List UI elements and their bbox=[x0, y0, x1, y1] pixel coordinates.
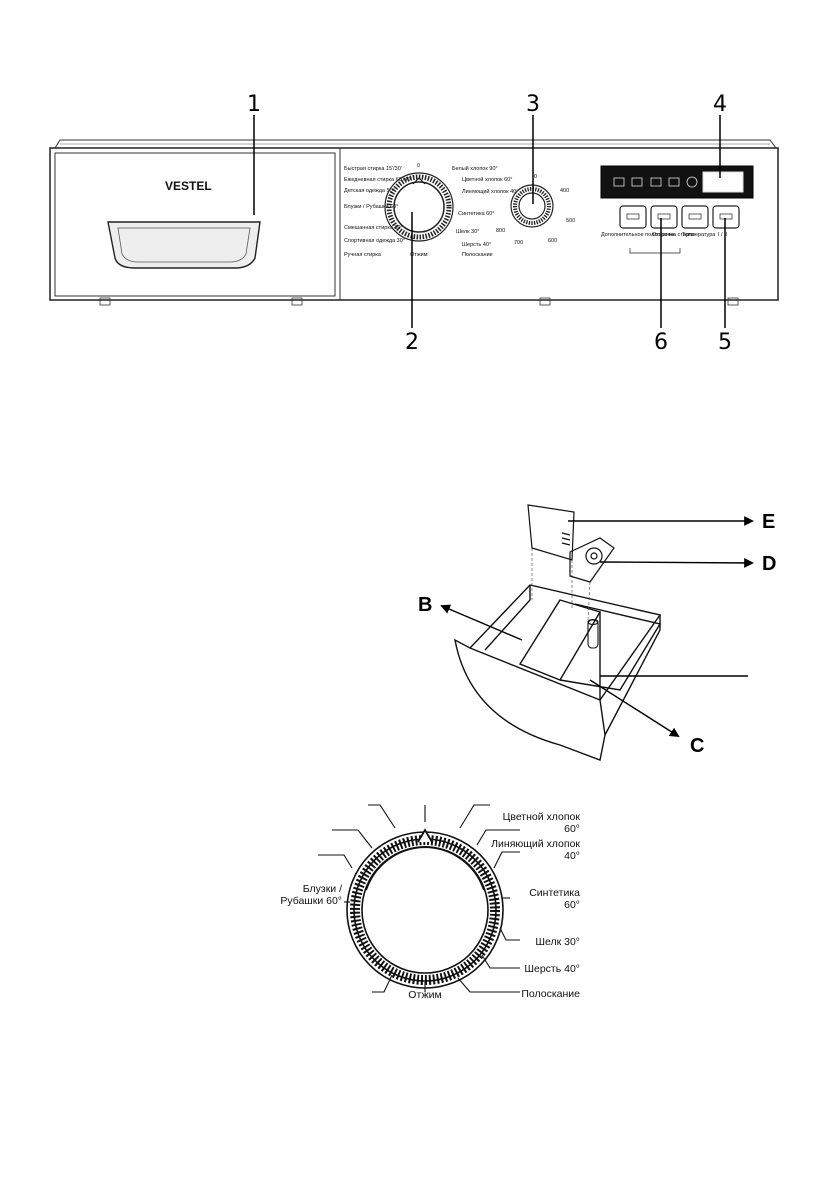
status-icons bbox=[613, 176, 698, 188]
svg-text:Смешанная стирка 30°: Смешанная стирка 30° bbox=[344, 225, 403, 231]
svg-text:Полоскание: Полоскание bbox=[462, 252, 493, 258]
svg-text:Быстрая стирка 15'/30': Быстрая стирка 15'/30' bbox=[344, 166, 402, 172]
svg-text:5: 5 bbox=[718, 330, 732, 355]
callout-leaders bbox=[253, 115, 726, 328]
drawer-body bbox=[454, 584, 662, 761]
svg-text:400: 400 bbox=[560, 188, 569, 194]
svg-text:600: 600 bbox=[548, 238, 557, 244]
drawer-handle bbox=[107, 221, 261, 269]
on-off-button bbox=[712, 205, 740, 229]
svg-text:D: D bbox=[762, 553, 776, 575]
liquid-insert-e bbox=[527, 504, 575, 561]
siphon-cap bbox=[587, 618, 599, 649]
program-labels-left: Быстрая стирка 15'/30' Ежедневная стирка… bbox=[344, 166, 412, 258]
svg-text:Шерсть 40°: Шерсть 40° bbox=[524, 963, 580, 975]
svg-text:Шелк 30°: Шелк 30° bbox=[535, 936, 580, 948]
svg-text:2: 2 bbox=[405, 330, 419, 355]
program-top-mark: 0 bbox=[417, 163, 420, 169]
control-panel-figure: VESTEL Быстрая стирка 15'/30' Ежедневная… bbox=[49, 92, 779, 355]
svg-text:Отсрочка старта: Отсрочка старта bbox=[652, 232, 695, 238]
svg-text:4: 4 bbox=[713, 92, 727, 117]
svg-text:Линяющий хлопок 40°: Линяющий хлопок 40° bbox=[462, 188, 518, 195]
assembly-guides bbox=[531, 548, 591, 621]
panel-buttons[interactable] bbox=[619, 205, 740, 229]
softener-cap-d bbox=[569, 537, 615, 583]
svg-text:800: 800 bbox=[496, 228, 505, 234]
svg-text:700: 700 bbox=[514, 240, 523, 246]
svg-text:Шерсть 40°: Шерсть 40° bbox=[462, 242, 491, 248]
svg-text:Ежедневная стирка 60'/40': Ежедневная стирка 60'/40' bbox=[344, 177, 412, 183]
svg-text:Температура: Температура bbox=[682, 232, 716, 238]
panel-top-edge bbox=[54, 139, 777, 149]
program-dial[interactable] bbox=[384, 172, 454, 242]
detergent-drawer-figure: E D B C bbox=[418, 504, 776, 761]
svg-text:500: 500 bbox=[566, 218, 575, 224]
svg-text:3: 3 bbox=[526, 92, 540, 117]
detail-program-dial[interactable] bbox=[346, 828, 504, 989]
delay-start-button bbox=[650, 205, 678, 229]
panel-outline bbox=[49, 147, 779, 301]
button-labels: Дополнительное полоскание Отсрочка старт… bbox=[601, 232, 728, 238]
svg-text:Цветной хлопок 60°: Цветной хлопок 60° bbox=[462, 176, 512, 183]
spin-speed-values: 0 400 500 600 700 800 bbox=[496, 174, 575, 246]
extra-rinse-button bbox=[619, 205, 647, 229]
svg-text:Спортивная одежда 30°: Спортивная одежда 30° bbox=[344, 238, 405, 244]
program-spin-label: Отжим bbox=[410, 252, 428, 258]
svg-text:Шелк 30°: Шелк 30° bbox=[456, 229, 479, 235]
svg-text:Дополнительное полоскание: Дополнительное полоскание bbox=[601, 232, 675, 238]
svg-text:Отжим: Отжим bbox=[408, 989, 441, 1001]
temperature-button bbox=[681, 205, 709, 229]
callout-numbers: 1 2 3 4 5 6 bbox=[247, 92, 732, 355]
svg-text:B: B bbox=[418, 594, 432, 616]
svg-text:I / II: I / II bbox=[718, 232, 728, 238]
spin-speed-dial[interactable] bbox=[510, 184, 554, 228]
svg-text:0: 0 bbox=[534, 174, 537, 180]
digital-display bbox=[702, 171, 744, 193]
child-lock-bracket bbox=[629, 248, 681, 254]
dial-leaders bbox=[318, 804, 520, 993]
svg-text:Белый хлопок 90°: Белый хлопок 90° bbox=[452, 165, 498, 172]
drawer-front bbox=[54, 152, 336, 297]
svg-text:Полоскание: Полоскание bbox=[521, 988, 580, 1000]
svg-text:C: C bbox=[690, 735, 704, 757]
svg-text:E: E bbox=[762, 511, 775, 533]
svg-text:Блузки /Рубашки 60°: Блузки /Рубашки 60° bbox=[280, 883, 342, 907]
brand-logo: VESTEL bbox=[165, 179, 212, 193]
drawer-letters: E D B C bbox=[418, 511, 776, 757]
svg-text:1: 1 bbox=[247, 92, 261, 117]
svg-text:6: 6 bbox=[654, 330, 668, 355]
drawer-arrows bbox=[440, 516, 754, 738]
program-labels-right: Белый хлопок 90° Цветной хлопок 60° Линя… bbox=[452, 165, 518, 258]
svg-text:Детская одежда 50°: Детская одежда 50° bbox=[344, 188, 395, 194]
svg-text:Синтетика 60°: Синтетика 60° bbox=[458, 211, 494, 217]
svg-text:Ручная стирка: Ручная стирка bbox=[344, 252, 382, 258]
svg-text:Блузки / Рубашки 60°: Блузки / Рубашки 60° bbox=[344, 204, 398, 210]
